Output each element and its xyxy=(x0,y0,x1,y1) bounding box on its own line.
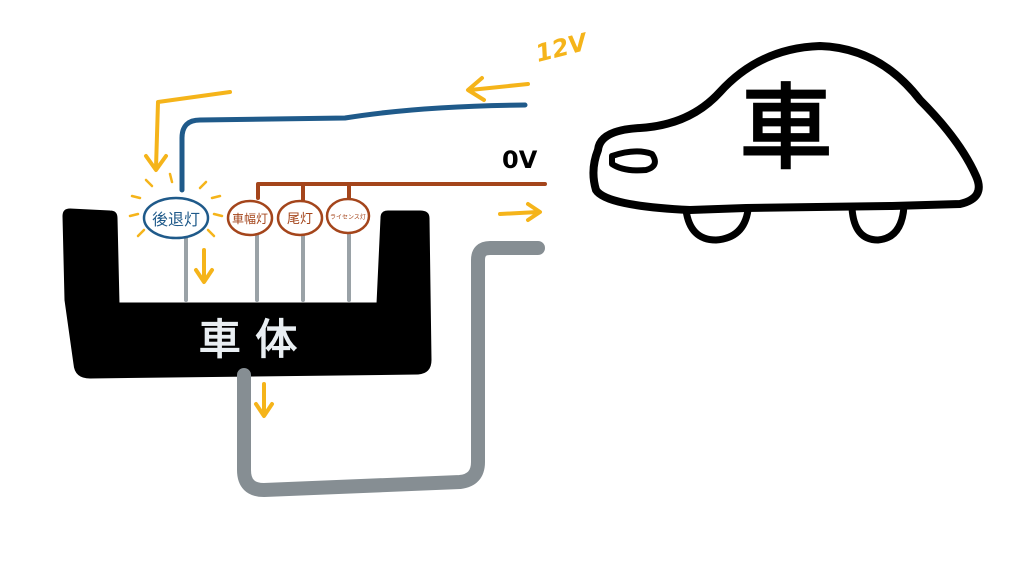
car-headlight xyxy=(609,148,658,174)
arrow-12v-in xyxy=(466,76,530,102)
lamp-license-label: ライセンス灯 xyxy=(330,213,366,221)
positive-wire xyxy=(179,102,528,193)
arrow-into-ground xyxy=(254,382,274,418)
voltage-0v-label: 0V xyxy=(502,146,538,174)
chassis-body xyxy=(62,208,432,379)
negative-wire xyxy=(256,182,547,200)
lamp-glow-marks xyxy=(128,172,224,238)
car-rear-wheel xyxy=(848,202,908,244)
lamp-reverse-label: 後退灯 xyxy=(152,210,200,229)
car-front-wheel xyxy=(682,206,752,244)
lamp-tail: 尾灯 xyxy=(276,199,324,237)
current-arrows xyxy=(144,76,542,418)
car-kanji-label: 車 xyxy=(740,75,832,182)
body-label: 車 体 xyxy=(199,315,298,364)
arrow-0v-out xyxy=(498,202,542,222)
car-drawing: 車 xyxy=(589,42,983,244)
voltage-12v-label: 12V xyxy=(533,27,593,67)
lamp-legs xyxy=(184,230,351,302)
arrow-through-lamp xyxy=(194,248,214,284)
lamp-side-marker: 車幅灯 xyxy=(226,199,274,237)
ground-return-path xyxy=(237,241,545,497)
lamp-license: ライセンス灯 xyxy=(325,197,371,235)
car-outline xyxy=(589,42,983,214)
lamp-reverse: 後退灯 xyxy=(142,196,210,240)
arrow-down-to-lamp xyxy=(144,90,232,172)
lamp-side-marker-label: 車幅灯 xyxy=(232,211,268,226)
lamp-tail-label: 尾灯 xyxy=(287,212,313,227)
